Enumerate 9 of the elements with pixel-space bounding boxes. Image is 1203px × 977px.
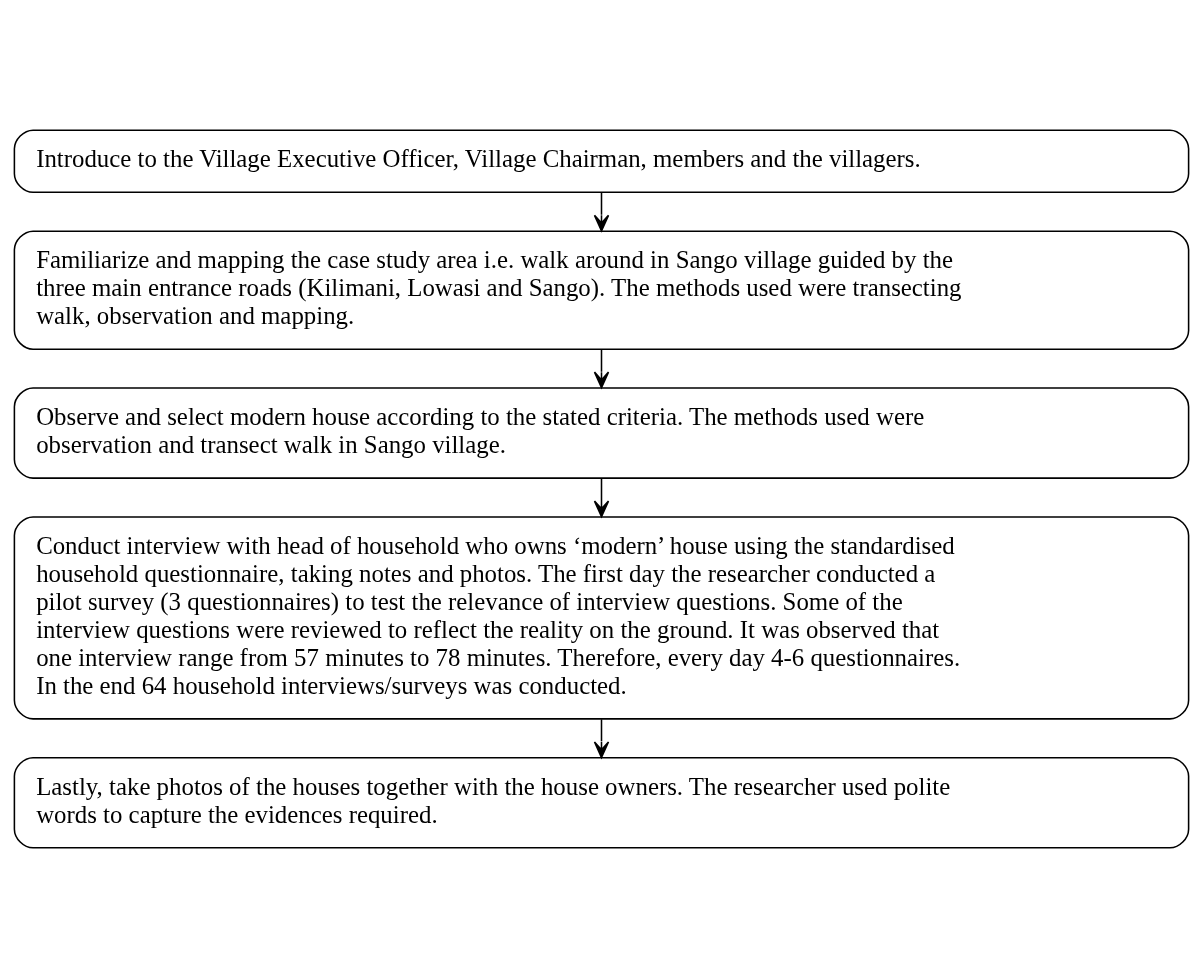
arrow bbox=[593, 476, 610, 517]
node-box: Lastly, take photos of the houses together with the house owners. The researcher used polite words to capture the evidences required. bbox=[13, 756, 1190, 849]
arrow bbox=[593, 718, 610, 758]
arrow bbox=[593, 348, 610, 388]
node-box: Introduce to the Village Executive Officer, Village Chairman, members and the villagers. bbox=[13, 128, 1190, 193]
node-box: Conduct interview with head of household who owns ‘modern’ house using the standardised household questionnaire, taking notes and photos. The first day the researcher conducted a pilot survey (3 questionnaires) to test the relevance of interview questions. Some of the interview questions were reviewed to reflect the reality on the ground. It was observed that one interview range from 57 minutes to 78 minutes. Therefore, every day 4-6 questionnaires. In the end 64 household interviews/surveys was conducted. bbox=[13, 515, 1190, 720]
node-box: Observe and select modern house according to the stated criteria. The methods used were observation and transect walk in Sango village. bbox=[13, 386, 1190, 479]
arrow bbox=[593, 191, 610, 232]
node-box: Familiarize and mapping the case study area i.e. walk around in Sango village guided by the three main entrance roads (Kilimani, Lowasi and Sango). The methods used were transecting walk, observation and mapping. bbox=[13, 229, 1190, 350]
